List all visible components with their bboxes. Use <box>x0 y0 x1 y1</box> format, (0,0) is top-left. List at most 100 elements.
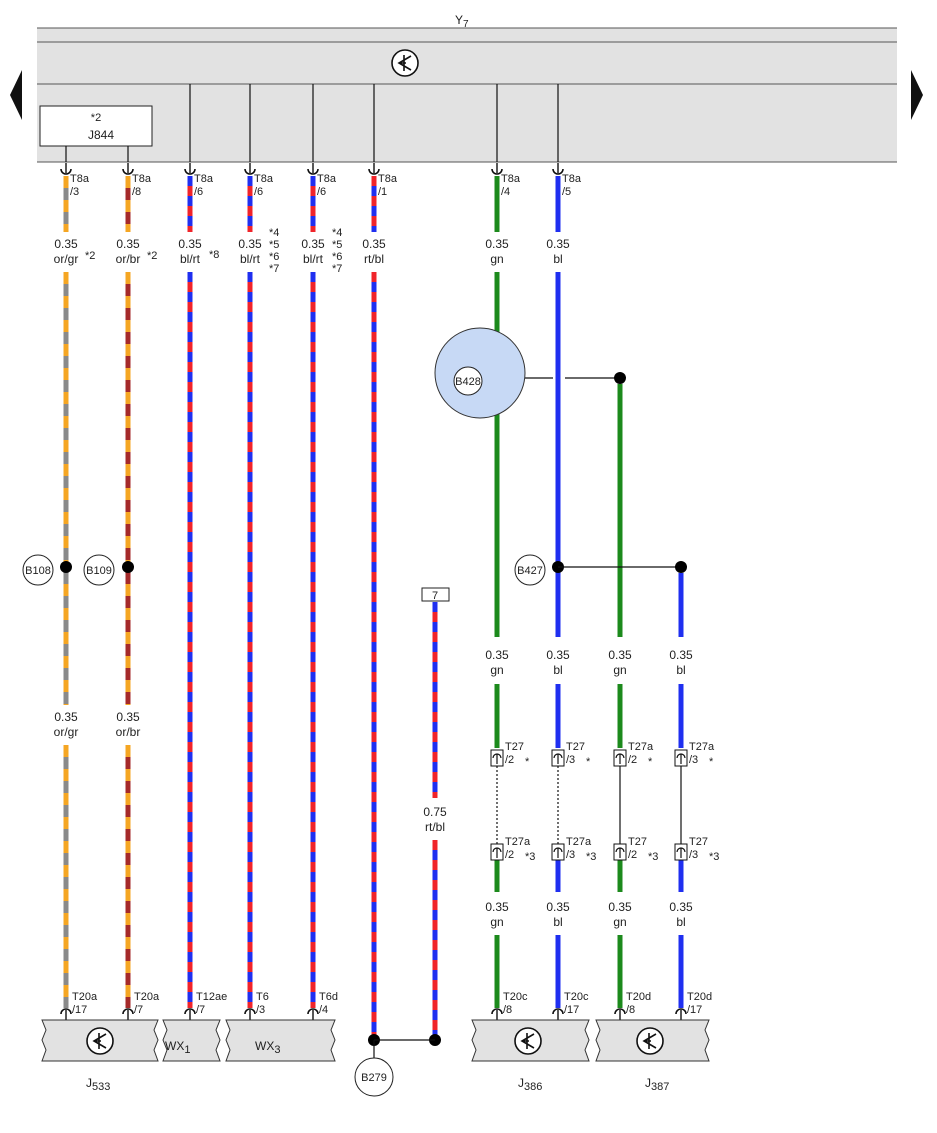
label2-w2-color: or/br <box>116 725 141 739</box>
splice-b428-label: B428 <box>455 376 481 388</box>
top-pin-w4 <box>244 163 256 175</box>
conn2-no-w10: /3 <box>689 849 698 861</box>
label2-w8-color: bl <box>553 663 562 677</box>
top-pin-name-w7: T8a <box>501 173 521 185</box>
star-w2: *2 <box>147 250 157 262</box>
star-w5-1: *5 <box>332 239 342 251</box>
top-pin-no-w5: /6 <box>317 186 326 198</box>
top-pin-w1 <box>60 163 72 175</box>
top-pin-w6 <box>368 163 380 175</box>
bottom-pin-no-w7: /8 <box>503 1004 512 1016</box>
conn1-no-w7: /2 <box>505 754 514 766</box>
label1-w1-gauge: 0.35 <box>54 237 78 251</box>
splice-b109-label: B109 <box>86 565 112 577</box>
bottom-pin-no-w1: /17 <box>72 1004 87 1016</box>
component-j386-label: J386 <box>518 1076 542 1093</box>
conn1-no-w9: /2 <box>628 754 637 766</box>
ground-icon <box>86 1027 114 1055</box>
splice-dot-b108 <box>60 561 72 573</box>
splice-b108-label: B108 <box>25 565 51 577</box>
connector-w10-a <box>674 749 688 767</box>
splice-dot-w9 <box>614 372 626 384</box>
label1-w4-color: bl/rt <box>240 252 261 266</box>
label3-w8-gauge: 0.35 <box>546 900 570 914</box>
label1-w6-color: rt/bl <box>364 252 384 266</box>
label1-w6-gauge: 0.35 <box>362 237 386 251</box>
splice-dot-b109 <box>122 561 134 573</box>
conn2-star-w7: *3 <box>525 851 535 863</box>
bottom-pin-w1 <box>60 1008 72 1020</box>
bottom-pin-no-w4: /3 <box>256 1004 265 1016</box>
label2-w7-color: gn <box>490 663 503 677</box>
bottom-pin-name-w1: T20a <box>72 991 98 1003</box>
label1-w5-gauge: 0.35 <box>301 237 325 251</box>
label3-w8-color: bl <box>553 915 562 929</box>
star-w4-2: *6 <box>269 251 279 263</box>
conn2-name-w8: T27a <box>566 836 592 848</box>
label2-w9-color: gn <box>613 663 626 677</box>
label1-w7-gauge: 0.35 <box>485 237 509 251</box>
splice-b279-label: B279 <box>361 1072 387 1084</box>
conn2-name-w10: T27 <box>689 836 708 848</box>
conn1-star-w7: * <box>525 756 530 768</box>
label1-w8-color: bl <box>553 252 562 266</box>
connector-w7-a <box>490 749 504 767</box>
conn2-no-w9: /2 <box>628 849 637 861</box>
bottom-pin-name-w3: T12ae <box>196 991 227 1003</box>
label1-w2-gauge: 0.35 <box>116 237 140 251</box>
label1-w1-color: or/gr <box>54 252 79 266</box>
star-w3-0: *8 <box>209 249 219 261</box>
connector-w8-a <box>551 749 565 767</box>
component-j533 <box>41 1019 159 1062</box>
top-pin-name-w2: T8a <box>132 173 152 185</box>
top-pin-name-w3: T8a <box>194 173 214 185</box>
conn2-no-w8: /3 <box>566 849 575 861</box>
label2-w2-gauge: 0.35 <box>116 710 140 724</box>
star-w5-0: *4 <box>332 227 342 239</box>
top-pin-no-w1: /3 <box>70 186 79 198</box>
component-y7-label: Y7 <box>455 13 469 30</box>
bottom-pin-w3 <box>184 1008 196 1020</box>
ground-icon <box>636 1027 664 1055</box>
star-w4-1: *5 <box>269 239 279 251</box>
label2-w8-gauge: 0.35 <box>546 648 570 662</box>
component-j386 <box>471 1019 590 1062</box>
star-w5-2: *6 <box>332 251 342 263</box>
top-pin-w7 <box>491 163 503 175</box>
conn2-star-w10: *3 <box>709 851 719 863</box>
bottom-pin-name-w7: T20c <box>503 991 528 1003</box>
bottom-pin-no-w8: /17 <box>564 1004 579 1016</box>
star-w4-0: *4 <box>269 227 279 239</box>
label2-w10-gauge: 0.35 <box>669 648 693 662</box>
conn2-name-w7: T27a <box>505 836 531 848</box>
component-j387-label: J387 <box>645 1076 669 1093</box>
label1-w7-color: gn <box>490 252 503 266</box>
bottom-pin-name-w9: T20d <box>626 991 651 1003</box>
top-pin-no-w3: /6 <box>194 186 203 198</box>
ref-box-label: 7 <box>432 590 438 602</box>
conn2-no-w7: /2 <box>505 849 514 861</box>
wires <box>60 176 687 1058</box>
top-pin-w5 <box>307 163 319 175</box>
label3-w10-gauge: 0.35 <box>669 900 693 914</box>
splice-dot-w10 <box>675 561 687 573</box>
label-extra-gauge: 0.75 <box>423 805 447 819</box>
top-pin-no-w6: /1 <box>378 186 387 198</box>
label1-w3-color: bl/rt <box>180 252 201 266</box>
conn2-star-w9: *3 <box>648 851 658 863</box>
bottom-pin-w9 <box>614 1008 626 1020</box>
bottom-components: T20a/17T20a/7T12ae/7T6/3T6d/4T20c/8T20c/… <box>41 991 712 1093</box>
component-wx1-label: WX1 <box>165 1039 190 1056</box>
star-w1: *2 <box>85 250 95 262</box>
label1-w3-gauge: 0.35 <box>178 237 202 251</box>
ref-box <box>421 587 450 602</box>
bottom-pin-no-w2: /7 <box>134 1004 143 1016</box>
label2-w9-gauge: 0.35 <box>608 648 632 662</box>
label3-w10-color: bl <box>676 915 685 929</box>
conn1-star-w8: * <box>586 756 591 768</box>
conn1-star-w9: * <box>648 756 653 768</box>
ground-icon <box>391 49 419 77</box>
conn1-no-w8: /3 <box>566 754 575 766</box>
